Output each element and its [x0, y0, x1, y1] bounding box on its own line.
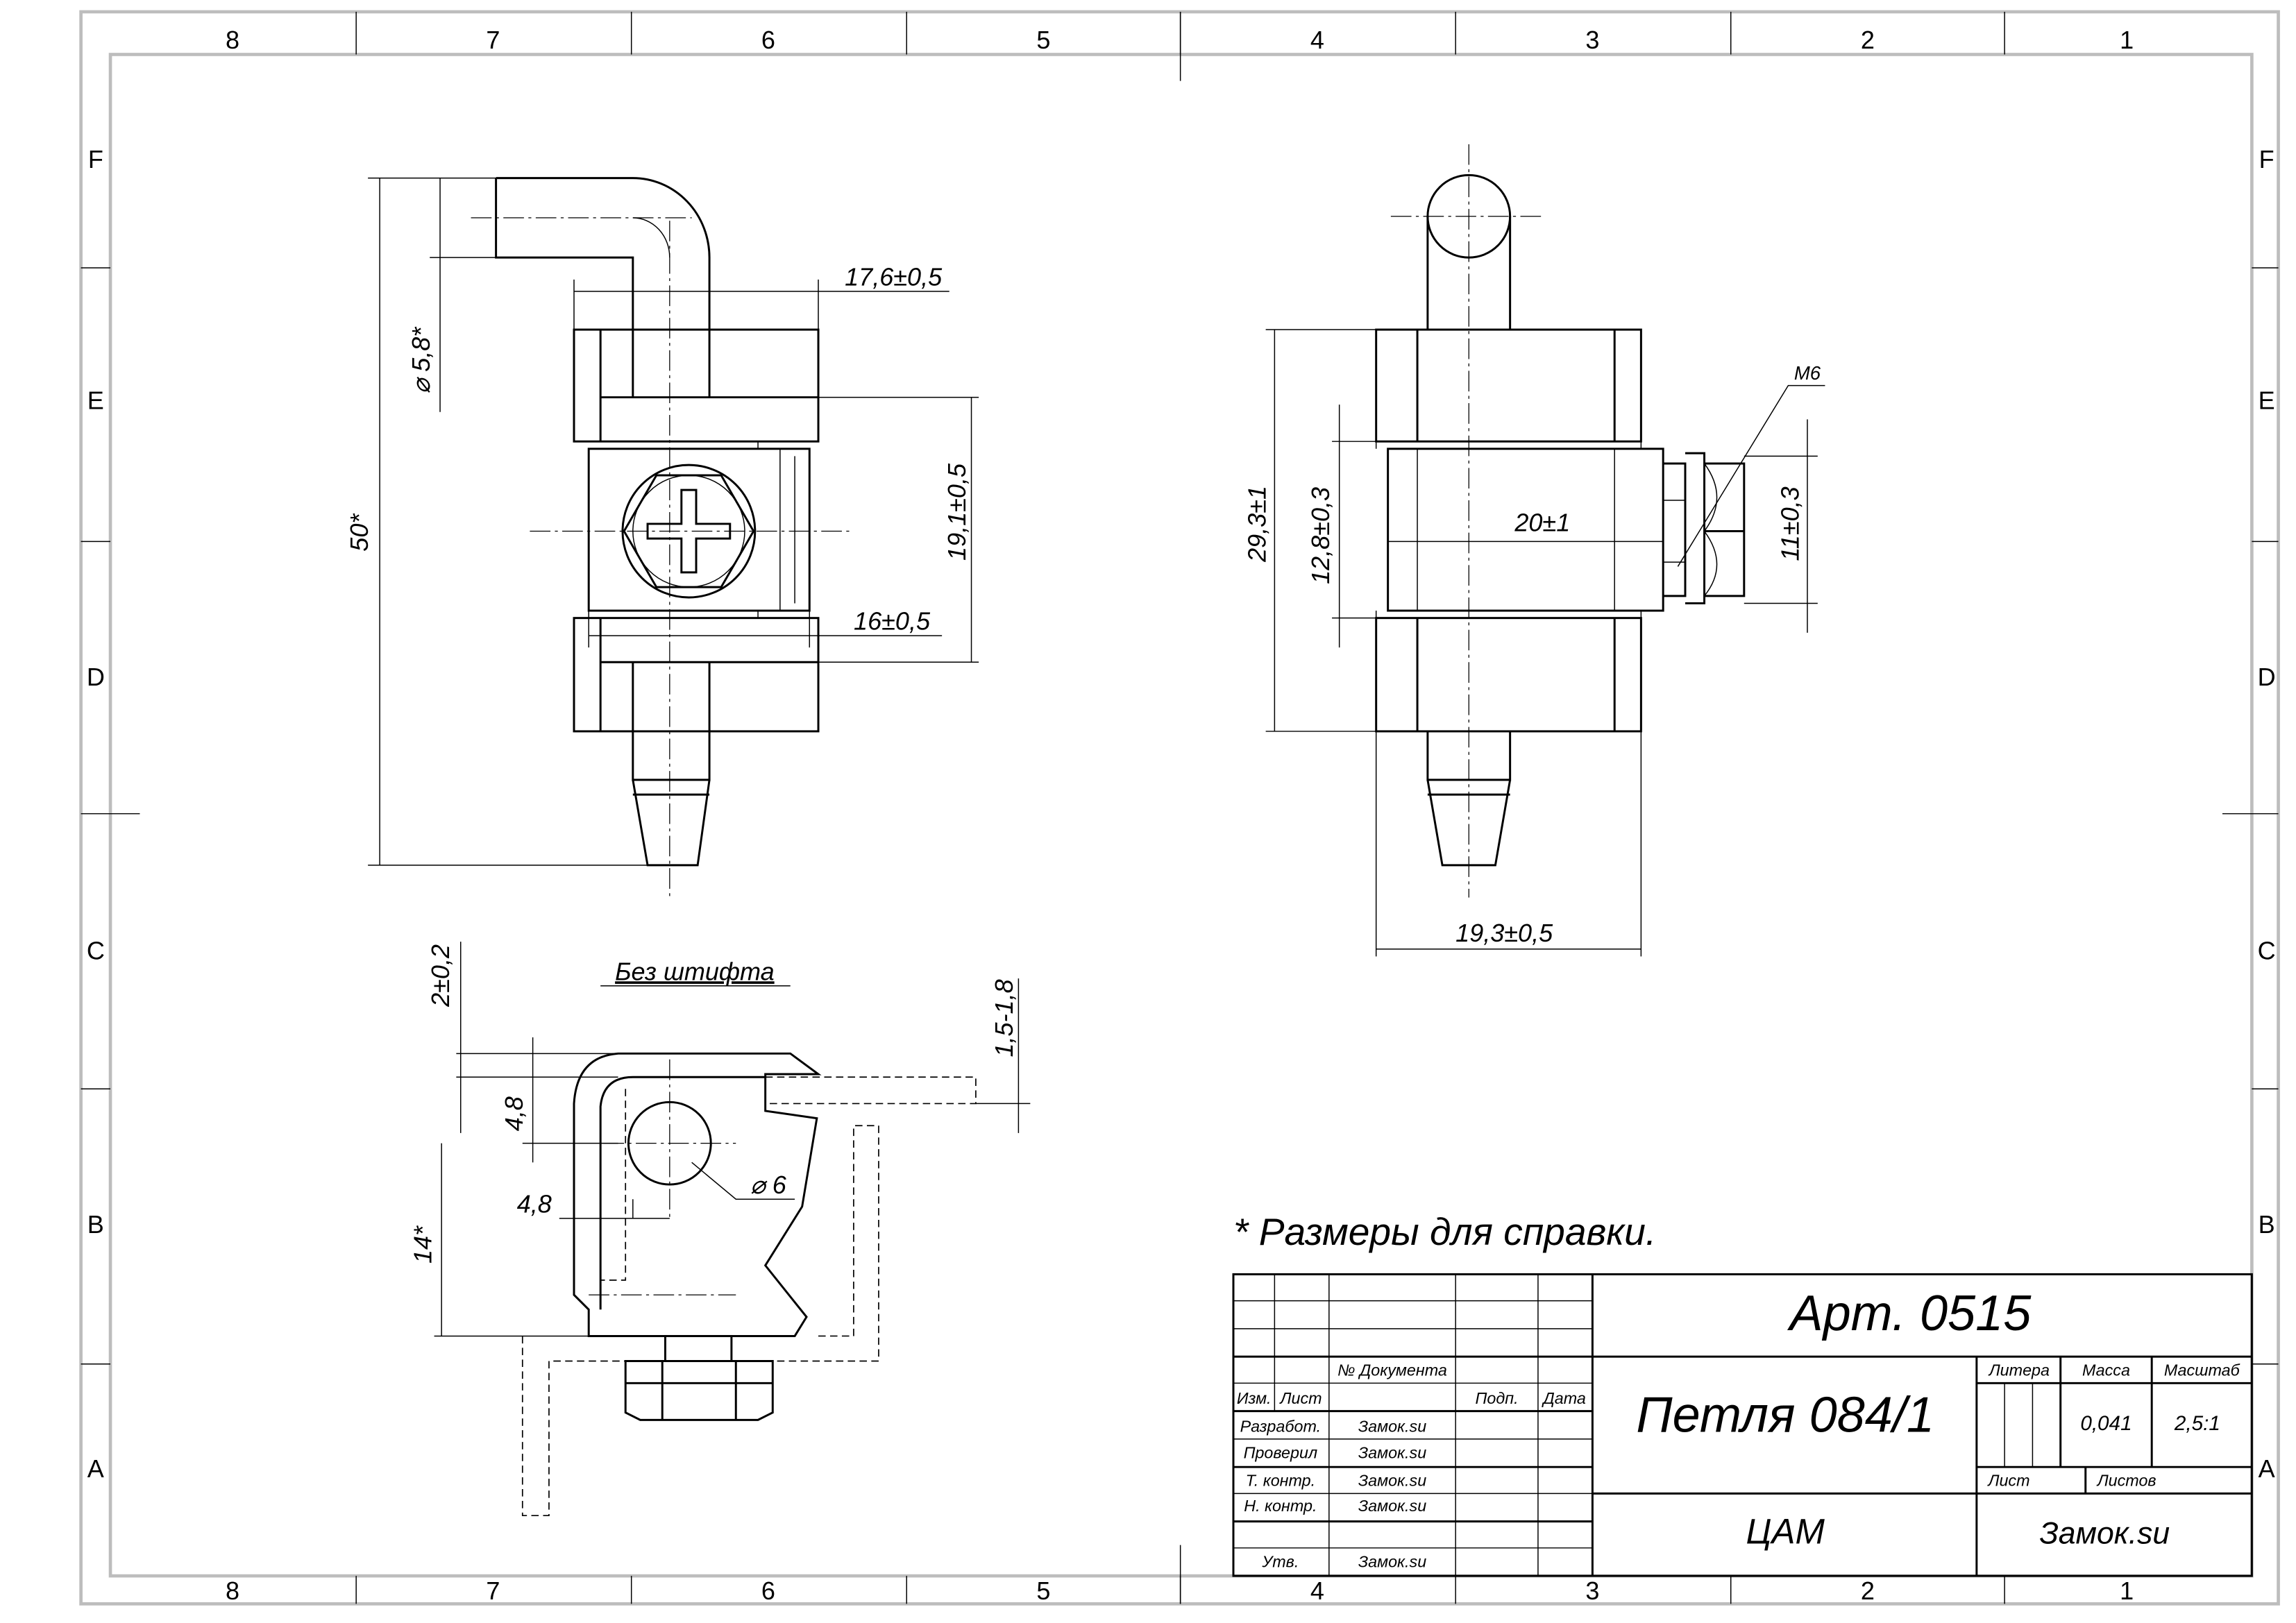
zone-col-bottom: 3	[1585, 1577, 1599, 1605]
zone-row-left: A	[87, 1454, 104, 1483]
dim-width-top: 17,6±0,5	[845, 262, 943, 291]
dim-range: 1,5-1,8	[990, 979, 1018, 1057]
zone-col-top: 7	[486, 26, 500, 54]
section-caption: Без штифта	[615, 957, 775, 985]
article-number: Арт. 0515	[1787, 1286, 2032, 1341]
zone-col-bottom: 8	[226, 1577, 239, 1605]
section-view: Без штифта 2±0,2 4,8 4,8 14* ⌀ 6 1,5-1,8	[408, 942, 1031, 1517]
litera-label: Литера	[1988, 1361, 2050, 1379]
role-label: Разработ.	[1240, 1417, 1321, 1435]
role-label: Проверил	[1244, 1443, 1318, 1461]
zone-col-top: 6	[761, 26, 775, 54]
sheets-label: Листов	[2096, 1472, 2156, 1490]
role-name: Замок.su	[1358, 1472, 1426, 1490]
role-label: Н. контр.	[1244, 1497, 1317, 1515]
zone-row-right: B	[2259, 1210, 2275, 1239]
dim-pin-diameter: ⌀ 5,8*	[407, 327, 435, 394]
zone-row-right: F	[2259, 145, 2274, 173]
zone-col-bottom: 5	[1036, 1577, 1050, 1605]
side-view: 29,3±1 12,8±0,3 20±1 11±0,3 M6 19,3±0,5	[1243, 144, 1825, 957]
zone-col-top: 2	[1861, 26, 1875, 54]
zone-row-left: C	[87, 937, 105, 965]
role-name: Замок.su	[1358, 1552, 1426, 1570]
dim-width-mid: 16±0,5	[854, 607, 931, 636]
company: Замок.su	[2039, 1516, 2170, 1550]
zone-col-bottom: 4	[1310, 1577, 1324, 1605]
zone-col-top: 5	[1036, 26, 1050, 54]
sheet-label: Лист	[1986, 1472, 2029, 1490]
doc-number-label: № Документа	[1337, 1361, 1447, 1379]
header-data: Дата	[1541, 1389, 1586, 1407]
drawing-frame: 8 7 6 5 4 3 2 1 8 7 6 5 4 3 2 1 F E D C …	[79, 10, 2280, 1606]
dim-height-mid: 19,1±0,5	[943, 463, 971, 561]
dim-hole-diameter: ⌀ 6	[750, 1171, 787, 1199]
role-name: Замок.su	[1358, 1417, 1426, 1435]
role-name: Замок.su	[1358, 1497, 1426, 1515]
zone-row-right: D	[2258, 663, 2276, 691]
zone-col-bottom: 6	[761, 1577, 775, 1605]
header-list: Лист	[1279, 1389, 1322, 1407]
dim-horizontal-4-8: 4,8	[517, 1189, 552, 1218]
dim-side-nut: 11±0,3	[1775, 486, 1804, 561]
zone-row-right: A	[2259, 1454, 2275, 1483]
front-view: 50* ⌀ 5,8* 17,6±0,5 19,1±0,5 16±0,5	[345, 177, 979, 901]
zone-row-left: B	[87, 1210, 104, 1239]
dim-side-overall: 29,3±1	[1243, 486, 1272, 563]
dim-height-14: 14*	[408, 1225, 437, 1264]
zone-col-bottom: 2	[1861, 1577, 1875, 1605]
dim-overall-height: 50*	[345, 513, 373, 552]
header-podp: Подп.	[1476, 1389, 1519, 1407]
dim-side-width: 19,3±0,5	[1455, 919, 1553, 947]
zone-col-bottom: 1	[2120, 1577, 2134, 1605]
role-name: Замок.su	[1358, 1443, 1426, 1461]
zone-row-right: E	[2259, 386, 2275, 415]
zone-col-bottom: 7	[486, 1577, 500, 1605]
zone-row-right: C	[2258, 937, 2276, 965]
dim-side-mid: 12,8±0,3	[1306, 487, 1335, 584]
header-izm: Изм.	[1237, 1389, 1272, 1407]
dim-side-length: 20±1	[1514, 509, 1570, 537]
role-label: Т. контр.	[1246, 1472, 1316, 1490]
dim-vertical-4-8: 4,8	[500, 1096, 528, 1131]
part-name: Петля 084/1	[1636, 1387, 1934, 1443]
zone-row-left: F	[88, 145, 103, 173]
scale-label: Масштаб	[2164, 1361, 2240, 1379]
zone-row-left: E	[87, 386, 104, 415]
zone-col-top: 8	[226, 26, 239, 54]
zone-col-top: 4	[1310, 26, 1324, 54]
zone-col-top: 1	[2120, 26, 2134, 54]
reference-note: * Размеры для справки.	[1233, 1210, 1656, 1253]
title-block: Арт. 0515 Петля 084/1 ЦАМ Замок.su № Док…	[1232, 1273, 2253, 1577]
mass-value: 0,041	[2080, 1412, 2132, 1435]
zone-row-left: D	[87, 663, 105, 691]
scale-value: 2,5:1	[2174, 1412, 2220, 1435]
role-label: Утв.	[1261, 1552, 1299, 1570]
dim-thread: M6	[1794, 362, 1821, 384]
zone-col-top: 3	[1585, 26, 1599, 54]
material: ЦАМ	[1746, 1511, 1825, 1551]
mass-label: Масса	[2082, 1361, 2130, 1379]
dim-gap: 2±0,2	[426, 944, 455, 1008]
